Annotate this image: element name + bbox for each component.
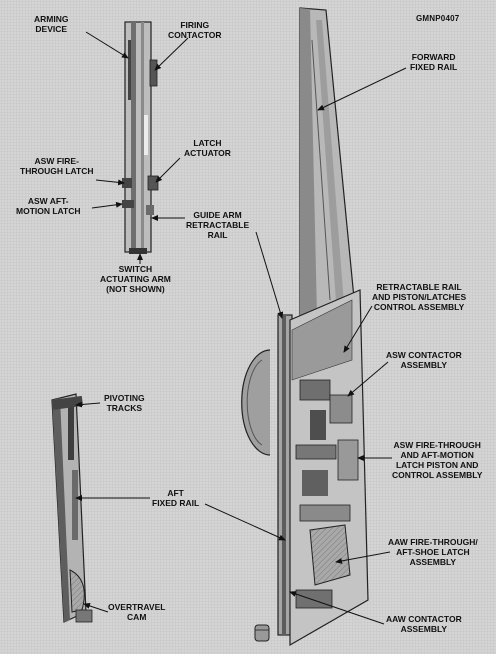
label-aft-fixed-rail: AFT FIXED RAIL — [152, 488, 200, 508]
label-overtravel-cam: OVERTRAVEL CAM — [108, 602, 166, 622]
label-forward-fixed-rail: FORWARD FIXED RAIL — [410, 52, 458, 72]
label-pivoting-tracks: PIVOTING TRACKS — [104, 393, 145, 413]
label-switch-actuating-arm: SWITCH ACTUATING ARM (NOT SHOWN) — [100, 264, 171, 294]
label-retractable-rail-assembly: RETRACTABLE RAIL AND PISTON/LATCHES CONT… — [372, 282, 467, 312]
label-asw-fire-through-latch: ASW FIRE- THROUGH LATCH — [20, 156, 94, 176]
label-firing-contactor: FIRING CONTACTOR — [168, 20, 222, 40]
label-latch-actuator: LATCH ACTUATOR — [184, 138, 231, 158]
main-rail-assembly — [241, 7, 369, 647]
label-asw-fire-through-control: ASW FIRE-THROUGH AND AFT-MOTION LATCH PI… — [392, 440, 483, 480]
label-asw-aft-motion-latch: ASW AFT- MOTION LATCH — [16, 196, 81, 216]
aft-fixed-rail-detail — [51, 393, 93, 623]
label-aaw-fire-through-latch: AAW FIRE-THROUGH/ AFT-SHOE LATCH ASSEMBL… — [388, 537, 478, 567]
guide-arm-detail — [122, 21, 159, 254]
figure-code: GMNP0407 — [416, 14, 460, 23]
label-aaw-contactor-assembly: AAW CONTACTOR ASSEMBLY — [386, 614, 462, 634]
label-guide-arm-retractable-rail: GUIDE ARM RETRACTABLE RAIL — [186, 210, 250, 240]
label-arming-device: ARMING DEVICE — [34, 14, 69, 34]
label-asw-contactor-assembly: ASW CONTACTOR ASSEMBLY — [386, 350, 462, 370]
leader-lines — [75, 31, 407, 625]
